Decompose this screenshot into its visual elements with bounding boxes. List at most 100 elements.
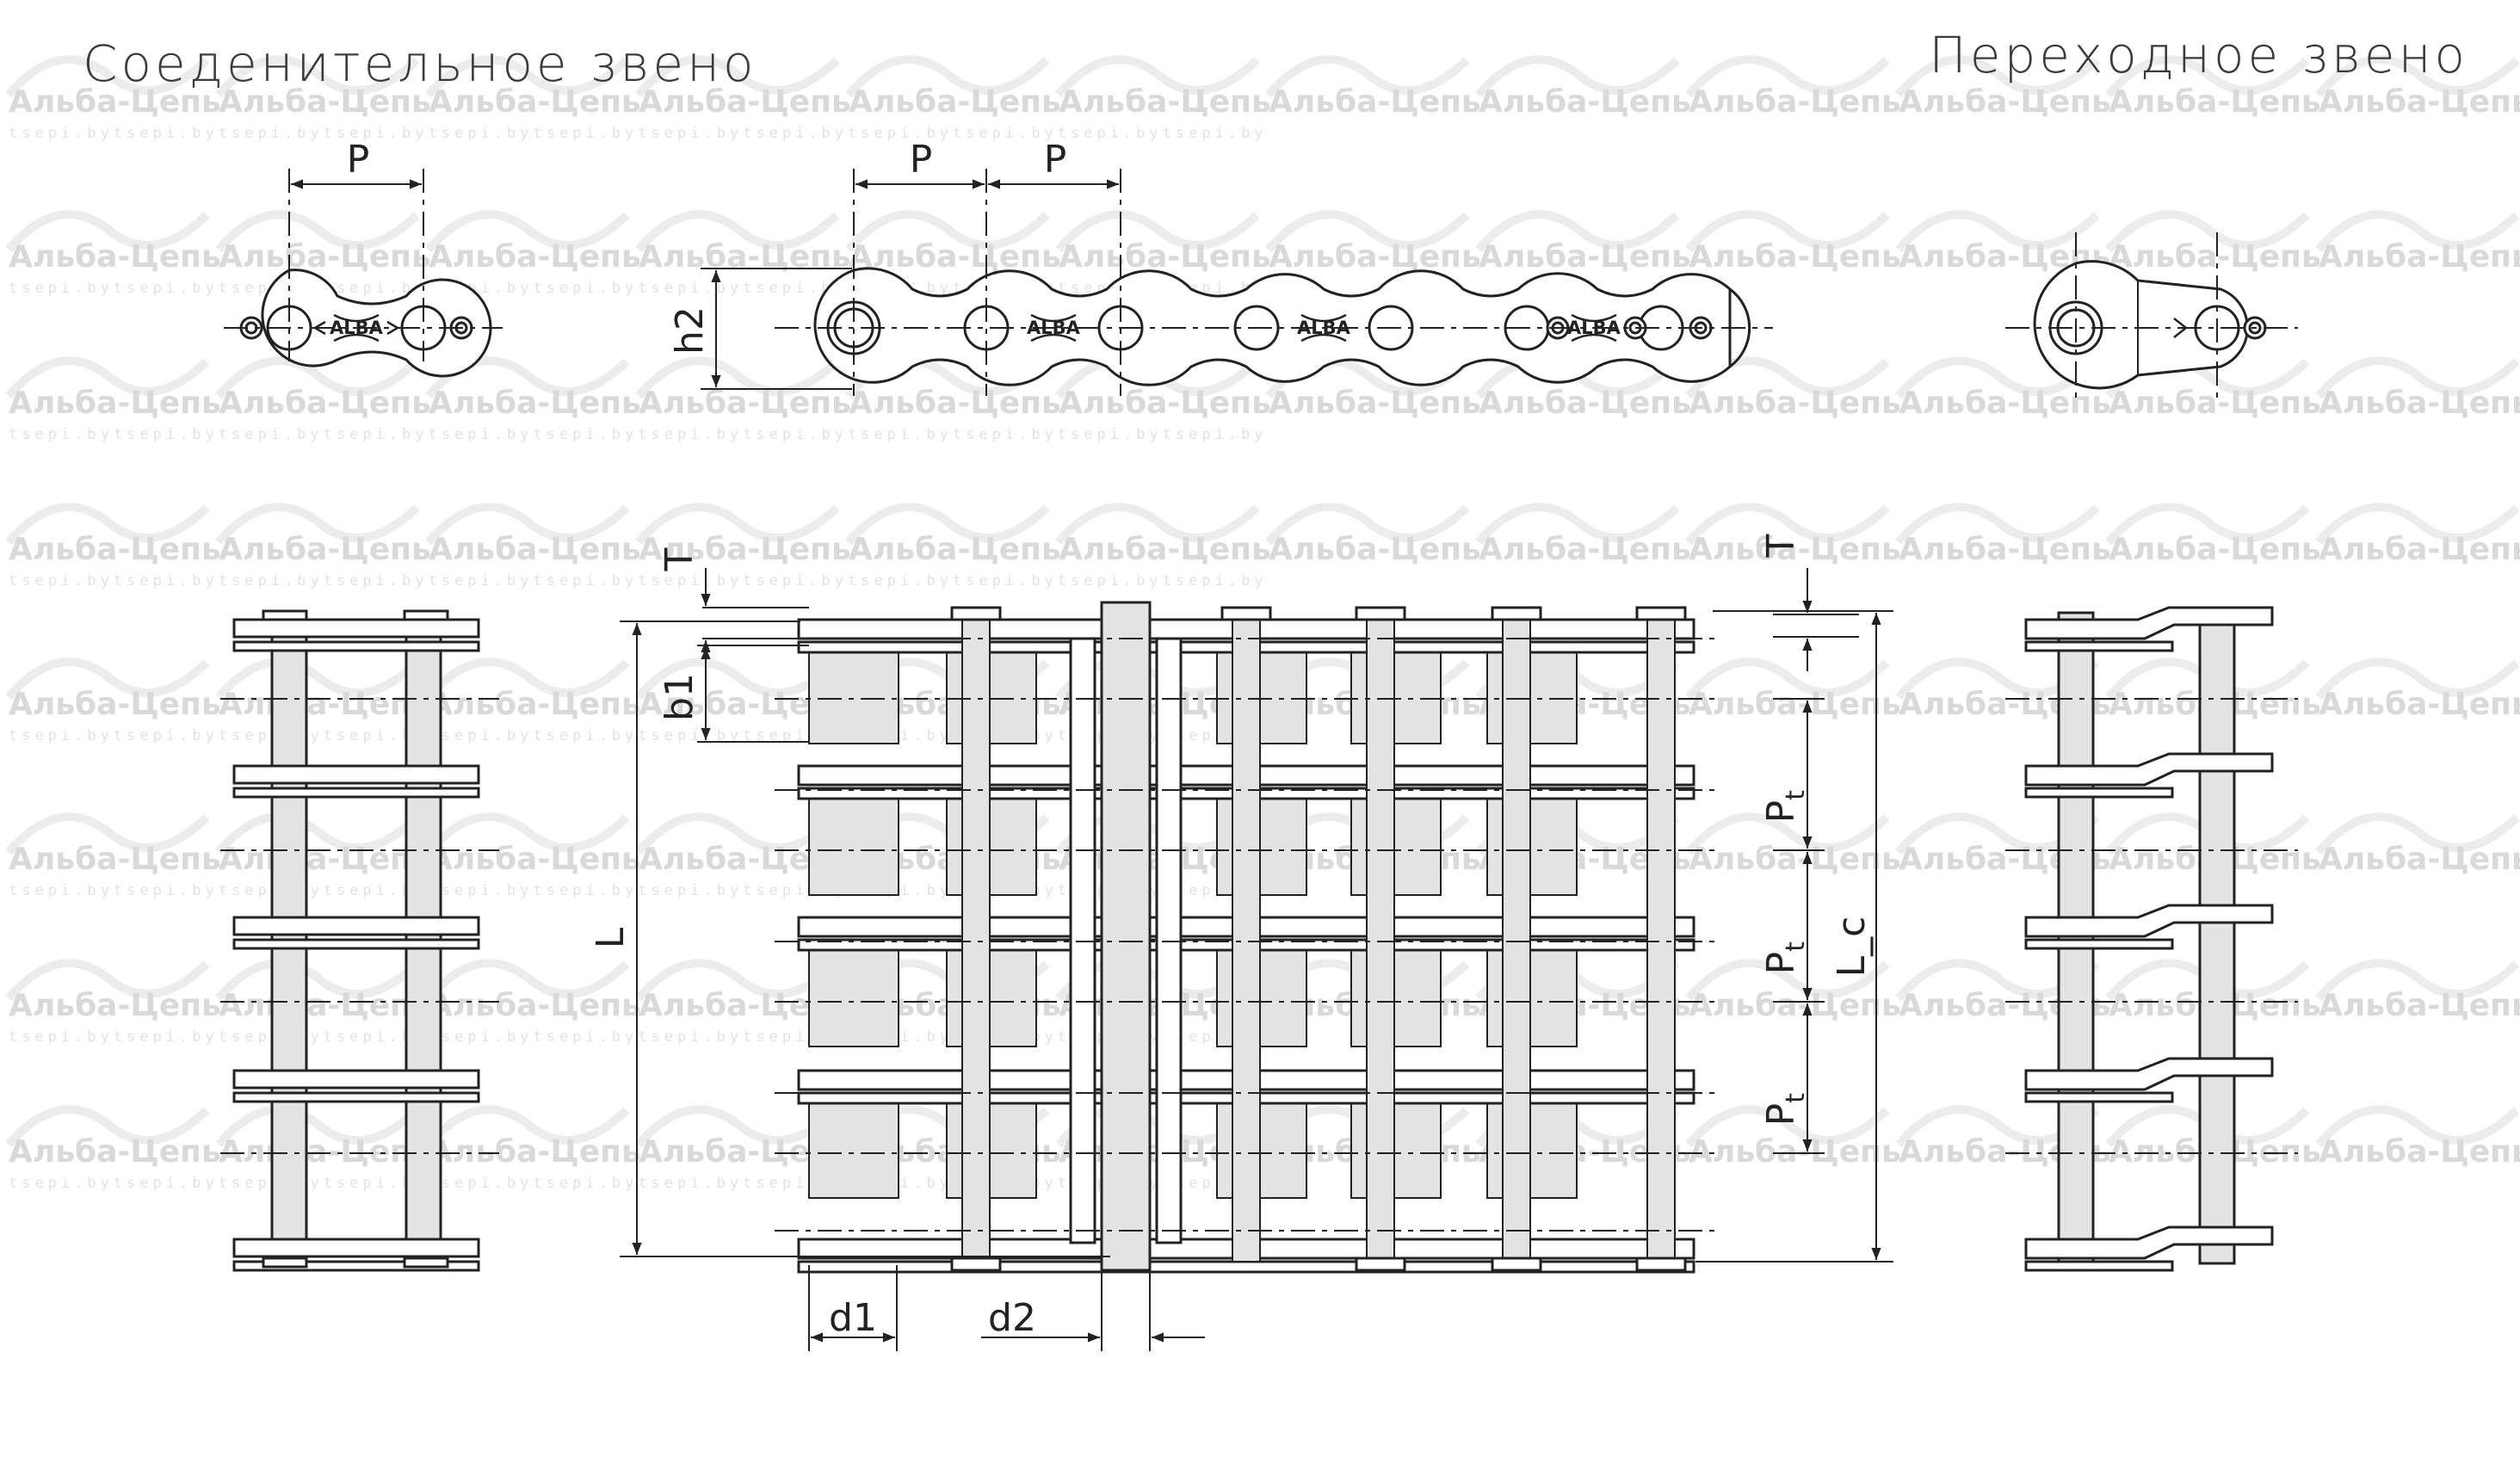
watermark-wave: [1685, 812, 1890, 855]
transverse-pitch-label-1: Pt: [1759, 790, 1811, 824]
watermark-label: Альба-Цепь: [429, 84, 641, 120]
chain-roller: [1216, 1099, 1307, 1199]
watermark-wave: [845, 55, 1050, 98]
chain-roller: [1216, 645, 1307, 744]
watermark-wave: [2105, 503, 2310, 546]
watermark-wave: [5, 658, 210, 701]
transverse-pitch-sub-2: t: [1781, 941, 1811, 952]
transition-link-side-view: [2033, 260, 2267, 390]
chain-roller: [1486, 645, 1578, 744]
transverse-pitch-sub-1: t: [1781, 790, 1811, 800]
transition-link-plate-edge: [2024, 640, 2174, 652]
chain-roller: [1486, 948, 1578, 1047]
chain-roller: [946, 1099, 1037, 1199]
watermark-wave: [1685, 210, 1890, 253]
transition-link-plate: [2024, 1057, 2274, 1091]
watermark-label: Альба-Цепь: [429, 1134, 641, 1170]
roller-diameter-label: d1: [829, 1296, 877, 1340]
watermark-wave: [1895, 210, 2100, 253]
connecting-pin: [1100, 601, 1152, 1272]
watermark-wave: [1685, 1105, 1890, 1148]
watermark-wave: [635, 356, 840, 399]
connecting-link-plate-edge: [232, 1260, 480, 1272]
watermark-wave: [425, 55, 630, 98]
watermark-wave: [2105, 210, 2310, 253]
chain-inner-plate: [797, 1260, 1695, 1274]
chain-plan-dims: [620, 568, 1893, 1351]
watermark-label: Альба-Цепь: [1689, 84, 1901, 120]
watermark-label: Альба-Цепь: [2319, 239, 2520, 275]
watermark-wave: [1475, 503, 1680, 546]
watermark-label: Альба-Цепь: [1269, 239, 1481, 275]
chain-roller: [1486, 1099, 1578, 1199]
watermark-label: Альба-Цепь: [1899, 386, 2111, 421]
chain-roller: [946, 796, 1037, 896]
watermark-waves: [5, 55, 2520, 1148]
watermark-wave: [5, 356, 210, 399]
watermark-label: Альба-Цепь: [2319, 988, 2520, 1023]
watermark-wave: [2315, 658, 2520, 701]
transition-link-pin: [2057, 611, 2095, 1265]
chain-pin: [1502, 610, 1531, 1263]
watermark-wave: [425, 959, 630, 1002]
chain-pin: [1646, 610, 1676, 1263]
chain-roller: [1350, 645, 1442, 744]
watermark-wave: [635, 959, 840, 1002]
watermark-wave: [1685, 658, 1890, 701]
chain-pin: [1366, 610, 1395, 1263]
connecting-link-plan-view: [220, 609, 499, 1272]
chain-pitch-label-2: P: [1044, 138, 1067, 182]
watermark-label: Альба-Цепь: [1479, 239, 1691, 275]
watermark-label: Альба-Цепь: [2319, 842, 2520, 877]
chain-roller: [1486, 796, 1578, 896]
connecting-link-pin: [270, 611, 308, 1265]
connecting-link-plate: [232, 1069, 480, 1090]
connecting-link-pitch-label: P: [347, 138, 370, 182]
watermark-label: Альба-Цепь: [9, 988, 221, 1023]
watermark-wave: [635, 210, 840, 253]
transverse-pitch-label-2: Pt: [1759, 941, 1811, 975]
connecting-link-plate: [232, 916, 480, 936]
transition-link-centerlines: [2005, 232, 2298, 404]
transverse-pitch-sub-3: t: [1781, 1093, 1811, 1103]
watermark-label: Альба-Цепь: [1479, 386, 1691, 421]
watermark-label: Альба-Цепь: [2109, 532, 2321, 567]
watermark-label: Альба-Цепь: [9, 687, 221, 722]
connecting-link-title: Соеденительное звено: [83, 34, 757, 93]
watermark-wave: [215, 210, 420, 253]
chain-pin-head: [1355, 606, 1406, 621]
watermark-label: Альба-Цепь: [1479, 532, 1691, 567]
watermark-label: Альба-Цепь: [1899, 84, 2111, 120]
watermark-label: Альба-Цепь: [1059, 84, 1271, 120]
connecting-link-plate: [232, 764, 480, 785]
transition-link-plate: [2024, 752, 2274, 787]
watermark-wave: [635, 55, 840, 98]
transition-link-plate-edge: [2024, 1091, 2174, 1103]
watermark-label: Альба-Цепь: [2109, 84, 2321, 120]
connecting-link-plate: [232, 618, 480, 639]
watermark-wave: [1055, 503, 1260, 546]
watermark-label: Альба-Цепь: [2109, 239, 2321, 275]
connecting-link-pitch-dim: [224, 169, 503, 361]
watermark-wave: [1475, 55, 1680, 98]
watermark-wave: [1265, 210, 1470, 253]
connecting-link-pin-head: [403, 1256, 449, 1269]
watermark-label: Альба-Цепь: [1479, 84, 1691, 120]
watermark-wave: [2315, 1105, 2520, 1148]
watermark-label: Альба-Цепь: [219, 842, 431, 877]
chain-pin: [961, 610, 991, 1263]
watermark-label: Альба-Цепь: [1269, 386, 1481, 421]
watermark-label: Альба-Цепь: [1689, 1134, 1901, 1170]
watermark-label: Альба-Цепь: [219, 1134, 431, 1170]
watermark-wave: [2105, 55, 2310, 98]
watermark-label: Альба-Цепь: [1689, 842, 1901, 877]
watermark-label: Альба-Цепь: [2319, 687, 2520, 722]
watermark-wave: [2315, 959, 2520, 1002]
watermark-wave: [1895, 503, 2100, 546]
watermark-label: Альба-Цепь: [429, 239, 641, 275]
watermark-label: Альба-Цепь: [9, 386, 221, 421]
watermark-label: Альба-Цепь: [1899, 532, 2111, 567]
watermark-label: Альба-Цепь: [9, 532, 221, 567]
plate-height-label: h2: [668, 306, 712, 355]
